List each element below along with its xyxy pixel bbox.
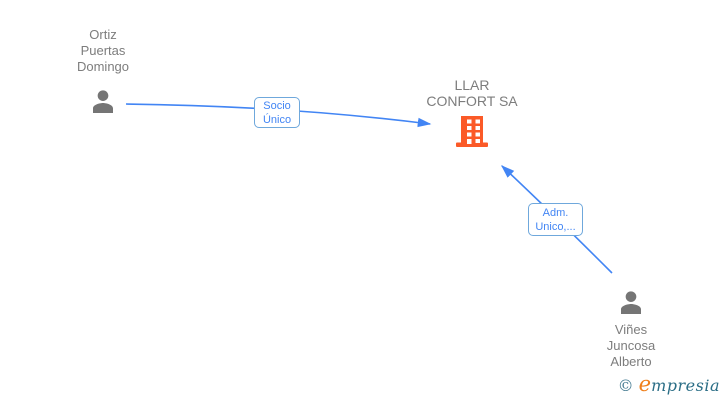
relationship-label-line: Adm.: [542, 206, 569, 219]
person-name-line: Juncosa: [606, 338, 656, 353]
person-icon: [93, 90, 113, 113]
copyright-icon: ©: [617, 376, 634, 395]
person-name-ortiz: Ortiz Puertas Domingo: [43, 27, 163, 75]
person-name-line: Domingo: [76, 59, 130, 74]
company-name-line: LLAR: [454, 77, 490, 93]
person-name-line: Ortiz: [89, 27, 117, 42]
company-node-llar-confort[interactable]: LLAR CONFORT SA: [407, 77, 537, 147]
person-node-vines[interactable]: Viñes Juncosa Alberto: [571, 286, 691, 370]
company-name-line: CONFORT SA: [426, 93, 518, 109]
logo-brand-initial: e: [638, 372, 652, 396]
person-name-line: Viñes: [614, 322, 648, 337]
logo-brand-rest: mpresia: [651, 376, 720, 395]
person-node-ortiz[interactable]: Ortiz Puertas Domingo: [43, 27, 163, 117]
empresia-logo[interactable]: © e mpresia: [618, 372, 720, 396]
person-name-vines: Viñes Juncosa Alberto: [571, 322, 691, 370]
company-name: LLAR CONFORT SA: [407, 77, 537, 109]
relationship-label-adm-unico[interactable]: Adm. Unico,...: [528, 203, 583, 236]
relationship-label-socio-unico[interactable]: Socio Único: [254, 97, 300, 128]
building-icon: [456, 116, 488, 147]
person-name-line: Puertas: [80, 43, 126, 58]
relationship-label-line: Único: [262, 113, 292, 126]
person-icon: [621, 291, 641, 314]
relationship-label-line: Socio: [263, 99, 291, 112]
person-name-line: Alberto: [610, 354, 652, 369]
relationship-label-line: Unico,...: [535, 220, 576, 233]
